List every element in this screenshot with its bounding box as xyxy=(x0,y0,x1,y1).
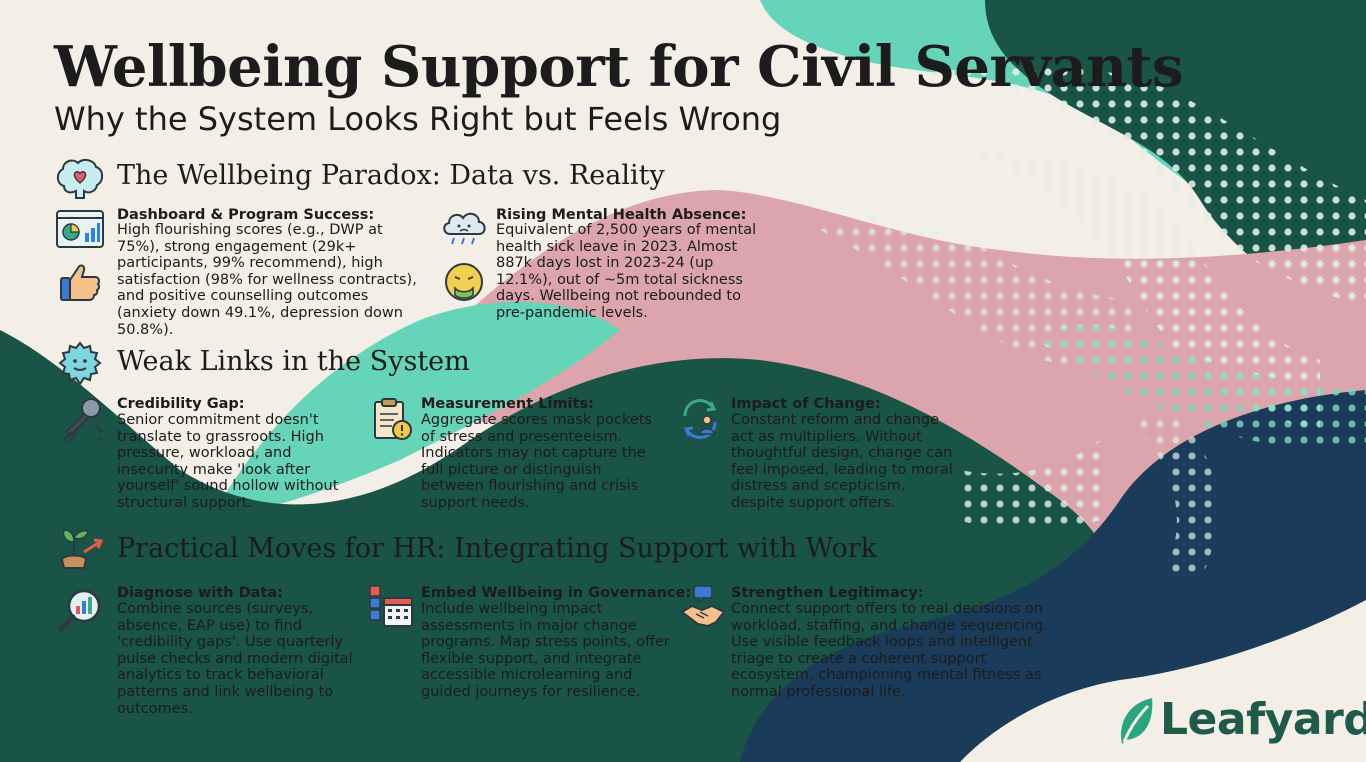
card-head-measurement-limits: Measurement Limits: xyxy=(421,396,594,412)
gear-face-icon xyxy=(58,341,102,386)
card-head-mental-health-absence: Rising Mental Health Absence: xyxy=(496,207,747,223)
card-head-credibility-gap: Credibility Gap: xyxy=(117,396,245,412)
card-body-strengthen-legitimacy: Connect support offers to real decisions… xyxy=(731,601,1048,700)
brain-heart-icon xyxy=(56,158,104,199)
dashboard-chart-icon xyxy=(56,210,104,248)
section-title-practical-moves: Practical Moves for HR: Integrating Supp… xyxy=(117,533,878,564)
card-body-embed-governance: Include wellbeing impact assessments in … xyxy=(421,601,670,700)
page-title: Wellbeing Support for Civil Servants xyxy=(54,34,1184,100)
broken-microphone-icon xyxy=(63,398,105,443)
card-head-dashboard-success: Dashboard & Program Success: xyxy=(117,207,375,223)
handshake-icon xyxy=(680,585,726,628)
leaf-logo-icon xyxy=(1121,698,1153,744)
brand-logo-text: Leafyard xyxy=(1160,694,1366,745)
seedling-arrow-icon xyxy=(60,529,104,569)
card-body-measurement-limits: Aggregate scores mask pockets of stress … xyxy=(421,412,652,511)
card-body-dashboard-success: High flourishing scores (e.g., DWP at 75… xyxy=(117,222,417,338)
thumbs-up-icon xyxy=(60,264,101,301)
card-head-strengthen-legitimacy: Strengthen Legitimacy: xyxy=(731,585,924,601)
magnifier-chart-icon xyxy=(58,589,101,632)
page-subtitle: Why the System Looks Right but Feels Wro… xyxy=(54,100,782,138)
card-head-embed-governance: Embed Wellbeing in Governance: xyxy=(421,585,692,601)
card-head-diagnose-with-data: Diagnose with Data: xyxy=(117,585,283,601)
section-title-paradox: The Wellbeing Paradox: Data vs. Reality xyxy=(117,160,665,191)
section-title-weak-links: Weak Links in the System xyxy=(117,346,470,377)
rain-cloud-icon xyxy=(443,212,486,245)
change-cycle-icon xyxy=(683,398,717,440)
card-body-mental-health-absence: Equivalent of 2,500 years of mental heal… xyxy=(496,222,757,321)
card-body-credibility-gap: Senior commitment doesn't translate to g… xyxy=(117,412,339,511)
card-head-impact-of-change: Impact of Change: xyxy=(731,396,881,412)
card-body-diagnose-with-data: Combine sources (surveys, absence, EAP u… xyxy=(117,601,353,717)
sick-face-icon xyxy=(445,263,483,301)
clipboard-warning-icon xyxy=(374,398,412,440)
calendar-blocks-icon xyxy=(369,585,413,627)
card-body-impact-of-change: Constant reform and change act as multip… xyxy=(731,412,953,511)
